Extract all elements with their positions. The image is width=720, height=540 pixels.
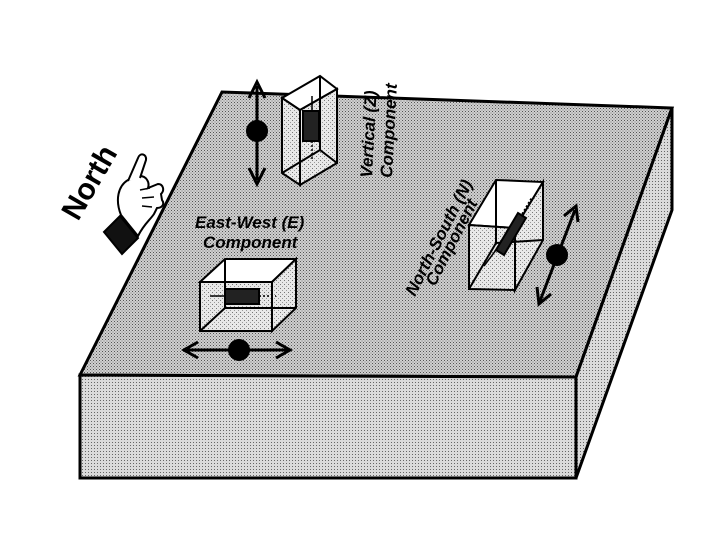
platform-right-face xyxy=(574,107,674,479)
spring-sensor-icon xyxy=(210,288,276,305)
pointing-hand-icon xyxy=(102,153,165,256)
east-west-label-line1: East-West (E) xyxy=(195,213,305,232)
east-west-sensor: East-West (E) Component xyxy=(180,213,305,361)
spring-sensor-icon xyxy=(302,96,320,160)
east-west-label-line2: Component xyxy=(203,233,299,252)
diagonal-motion-arrow-icon xyxy=(535,203,580,307)
north-indicator: North xyxy=(55,140,165,256)
platform-front-face xyxy=(78,373,578,480)
vertical-sensor: Vertical (Z) Component xyxy=(246,74,401,188)
vertical-label-line2: Component xyxy=(377,82,401,179)
spring-sensor-icon xyxy=(483,196,533,267)
vertical-label-line1: Vertical (Z) xyxy=(357,90,381,178)
north-label: North xyxy=(55,140,124,226)
vertical-motion-arrow-icon xyxy=(246,78,268,188)
horizontal-motion-arrow-icon xyxy=(180,339,294,361)
